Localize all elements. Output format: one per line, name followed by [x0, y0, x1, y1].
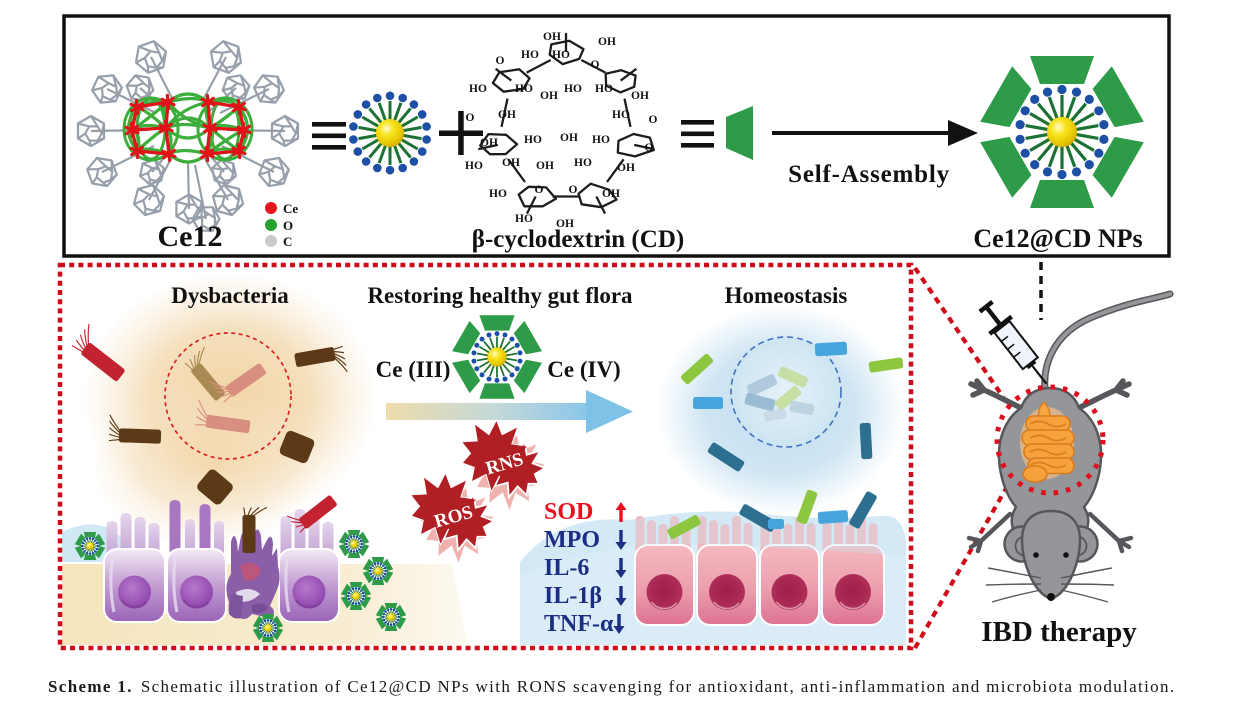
svg-text:Restoring healthy gut flora: Restoring healthy gut flora: [367, 283, 633, 308]
svg-text:HO: HO: [612, 109, 630, 121]
svg-text:HO: HO: [552, 49, 570, 61]
svg-text:IL-6: IL-6: [544, 555, 589, 581]
svg-text:O: O: [645, 142, 654, 154]
svg-text:Self-Assembly: Self-Assembly: [788, 161, 950, 188]
svg-text:SOD: SOD: [544, 499, 593, 525]
svg-text:HO: HO: [564, 83, 582, 95]
svg-text:HO: HO: [515, 213, 533, 225]
svg-text:TNF-α: TNF-α: [544, 611, 614, 637]
svg-text:HO: HO: [465, 160, 483, 172]
svg-text:HO: HO: [595, 83, 613, 95]
svg-text:OH: OH: [560, 132, 578, 144]
svg-text:O: O: [591, 59, 600, 71]
svg-text:OH: OH: [480, 137, 498, 149]
svg-text:OH: OH: [631, 90, 649, 102]
svg-text:HO: HO: [574, 157, 592, 169]
svg-text:OH: OH: [543, 31, 561, 43]
svg-text:OH: OH: [598, 36, 616, 48]
svg-text:O: O: [649, 114, 658, 126]
svg-text:Ce: Ce: [283, 201, 298, 216]
svg-text:OH: OH: [502, 157, 520, 169]
svg-text:OH: OH: [498, 109, 516, 121]
svg-text:O: O: [569, 184, 578, 196]
svg-text:OH: OH: [536, 160, 554, 172]
svg-text:Homeostasis: Homeostasis: [725, 283, 848, 308]
svg-text:Ce12: Ce12: [158, 220, 223, 253]
svg-text:Dysbacteria: Dysbacteria: [171, 283, 289, 308]
svg-text:O: O: [496, 55, 505, 67]
svg-text:HO: HO: [524, 134, 542, 146]
svg-text:β-cyclodextrin (CD): β-cyclodextrin (CD): [472, 226, 684, 253]
svg-text:Ce (III): Ce (III): [376, 357, 451, 382]
svg-text:Ce12@CD NPs: Ce12@CD NPs: [973, 224, 1142, 253]
svg-text:Ce (IV): Ce (IV): [547, 357, 620, 382]
svg-text:HO: HO: [521, 49, 539, 61]
svg-text:HO: HO: [469, 83, 487, 95]
svg-text:O: O: [535, 184, 544, 196]
svg-text:Scheme 1.Schematic illustratio: Scheme 1.Schematic illustration of Ce12@…: [48, 677, 1175, 696]
svg-text:IL-1β: IL-1β: [544, 583, 602, 609]
svg-text:MPO: MPO: [544, 527, 600, 553]
svg-text:OH: OH: [540, 90, 558, 102]
svg-text:OH: OH: [602, 188, 620, 200]
svg-text:HO: HO: [592, 134, 610, 146]
svg-text:HO: HO: [515, 83, 533, 95]
svg-text:OH: OH: [617, 162, 635, 174]
svg-text:O: O: [466, 112, 475, 124]
svg-text:IBD therapy: IBD therapy: [981, 616, 1137, 648]
svg-text:HO: HO: [489, 188, 507, 200]
svg-text:C: C: [283, 234, 292, 249]
svg-text:O: O: [283, 218, 293, 233]
